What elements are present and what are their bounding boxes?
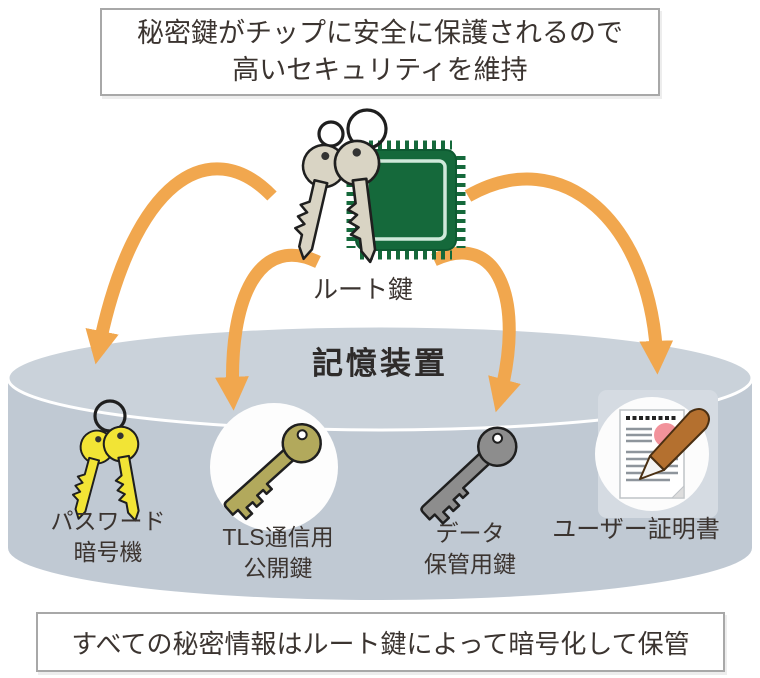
arrow-to-tls-key [215, 248, 321, 411]
root-key-label: ルート鍵 [312, 276, 414, 304]
item-label-line: 保管用鍵 [424, 551, 516, 577]
top-note-line1: 秘密鍵がチップに安全に保護されるので [137, 18, 623, 48]
item-label-line: TLS通信用 [222, 524, 334, 550]
data-key-icon [420, 426, 518, 525]
item-label-line: ユーザー証明書 [552, 516, 720, 543]
storage-body [8, 378, 752, 600]
top-note: 秘密鍵がチップに安全に保護されるので 高いセキュリティを維持 [100, 8, 660, 96]
item-label-line: 公開鍵 [243, 555, 313, 581]
arrow-to-password-keys [85, 162, 277, 365]
certificate-dotted-line [626, 416, 676, 420]
bottom-note: すべての秘密情報はルート鍵によって暗号化して保管 [36, 612, 725, 672]
item-user-certificate-label: ユーザー証明書 [552, 514, 720, 545]
storage-cylinder [6, 324, 754, 600]
pen-icon [639, 408, 710, 480]
certificate-icon [595, 390, 718, 518]
yellow-keys-icon [71, 399, 140, 522]
item-label-line: パスワード [50, 508, 166, 534]
chip-icon [346, 140, 466, 260]
item-label-line: 暗号機 [73, 539, 143, 565]
arrows [85, 162, 674, 413]
tls-key-icon [210, 403, 338, 531]
item-password-keys-label: パスワード 暗号機 [51, 506, 166, 568]
bottom-note-text: すべての秘密情報はルート鍵によって暗号化して保管 [71, 628, 690, 659]
storage-title: 記憶装置 [312, 346, 448, 381]
item-data-storage-key-label: データ 保管用鍵 [424, 518, 516, 580]
top-note-line2: 高いセキュリティを維持 [232, 55, 528, 85]
item-label-line: データ [435, 520, 505, 546]
item-tls-public-key-label: TLS通信用 公開鍵 [222, 522, 333, 584]
root-keys-icon [294, 108, 388, 264]
storage-top-ellipse [6, 324, 754, 432]
arrow-to-certificate [464, 172, 674, 375]
arrow-to-data-key [431, 246, 521, 413]
